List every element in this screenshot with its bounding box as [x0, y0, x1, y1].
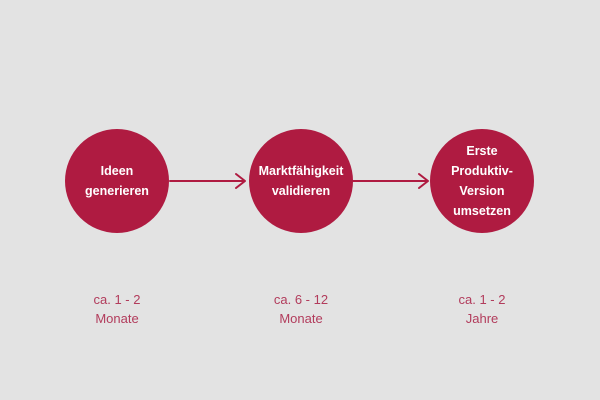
stage-duration-label: ca. 1 - 2 Monate: [93, 292, 141, 326]
stage-circle-produktiv-version: Erste Produktiv- Version umsetzen: [430, 129, 534, 233]
stage-circle-label: Erste Produktiv- Version umsetzen: [451, 144, 513, 218]
stage-duration-label: ca. 1 - 2 Jahre: [458, 292, 506, 326]
stage-circle-label: Ideen generieren: [85, 164, 149, 198]
stage-duration-label: ca. 6 - 12 Monate: [273, 292, 329, 326]
arrow-right-icon: [352, 173, 429, 189]
arrow-right-icon: [169, 173, 246, 189]
stage-circle-marktfaehigkeit: Marktfähigkeit validieren: [249, 129, 353, 233]
stage-circle-label: Marktfähigkeit validieren: [258, 164, 344, 198]
stage-circle-ideen: Ideen generieren: [65, 129, 169, 233]
